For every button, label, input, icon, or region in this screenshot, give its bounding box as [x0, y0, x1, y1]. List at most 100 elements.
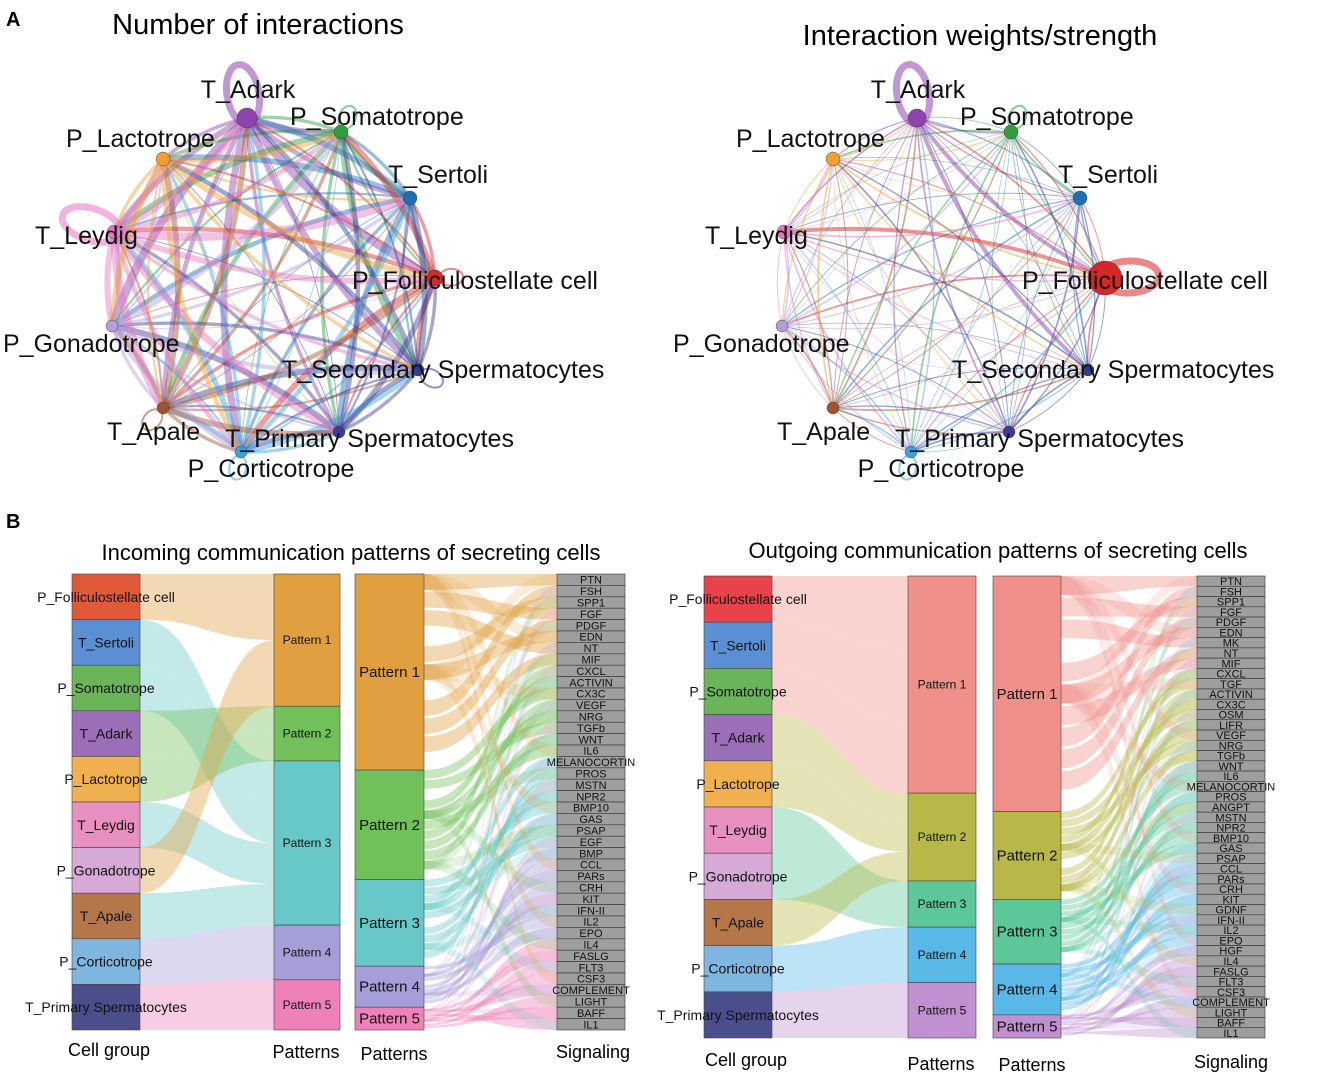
flow-signal-epo — [1061, 576, 1197, 946]
cell-group-bar-p-gonadotrope — [703, 852, 773, 900]
flow-signal-ccl — [424, 574, 557, 871]
signaling-label: WNT — [578, 734, 603, 746]
pattern-bar-1 — [354, 573, 425, 771]
pattern-to-signaling-flows — [424, 574, 557, 1030]
incoming-axis-signaling: Signaling — [556, 1042, 630, 1062]
edge-p-lactotrope-to-t-primary-spermatocytes — [162, 158, 340, 433]
flow-signal-psap — [1061, 853, 1197, 1011]
flow-signal-il4 — [1061, 955, 1197, 1036]
alluvial-outgoing: P_Folliculostellate cellT_SertoliP_Somat… — [657, 575, 1275, 1040]
node-t-apale — [826, 401, 840, 415]
edge-p-corticotrope-to-p-somatotrope — [910, 131, 1012, 453]
pattern-label: Pattern 3 — [283, 836, 332, 850]
pattern-label: Pattern 5 — [997, 1018, 1058, 1035]
edge-t-apale-to-t-leydig — [783, 231, 834, 409]
flow-signal-cxcl — [424, 665, 557, 840]
signaling-label: TGF — [1220, 679, 1242, 691]
signaling-label: NPR2 — [1216, 823, 1245, 835]
flow-t-sertoli — [140, 619, 274, 802]
signaling-label: ACTIVIN — [569, 677, 612, 689]
flow-signal-cx3c — [1061, 699, 1197, 892]
edge-t-adark-to-p-folliculostellate-cell — [243, 115, 437, 282]
signaling-label: CRH — [579, 883, 603, 895]
flow-signal-gas — [424, 813, 557, 977]
edge-p-corticotrope-to-t-adark — [239, 117, 266, 453]
edge-t-adark-to-t-apale — [160, 116, 250, 409]
edge-t-leydig-to-t-adark — [783, 117, 918, 233]
flow-signal-bmp10 — [424, 664, 557, 814]
edge-t-leydig-to-t-secondary-spermatocytes — [112, 230, 419, 372]
edge-t-apale-to-p-somatotrope — [161, 131, 343, 410]
flow-signal-baff — [424, 1007, 557, 1022]
pattern-bar-3 — [907, 880, 977, 928]
signaling-label: NPR2 — [576, 791, 605, 803]
edge-p-folliculostellate-cell-to-p-corticotrope — [238, 275, 437, 454]
flow-signal-tgf — [1061, 678, 1197, 704]
edge-p-gonadotrope-to-t-adark — [111, 117, 249, 327]
flow-signal-bmp10 — [424, 802, 557, 887]
flow-signal-npr2 — [424, 790, 557, 951]
edge-t-primary-spermatocytes-to-p-lactotrope — [832, 158, 1010, 433]
node-t-adark — [907, 108, 927, 128]
network-title-count: Number of interactions — [112, 9, 404, 41]
signaling-column: PTNFSHSPP1FGFPDGFEDNNTMIFCXCLACTIVINCX3C… — [547, 573, 635, 1031]
network-edges — [104, 114, 438, 455]
flow-signal-csf3 — [424, 574, 557, 985]
cell-group-label: P_Lactotrope — [696, 776, 779, 792]
cell-group-bar-p-corticotrope — [703, 945, 773, 993]
flow-signal-vegf — [1061, 730, 1197, 860]
flow-signal-il4 — [1061, 843, 1197, 967]
flow-signal-nt — [424, 610, 557, 654]
flow-signal-edn — [424, 631, 557, 680]
edge-t-leydig-to-t-sertoli — [113, 194, 412, 241]
flow-signal-gdnf — [1061, 904, 1197, 987]
flow-signal-melanocortin — [424, 756, 557, 996]
flow-signal-epo — [424, 927, 557, 996]
edge-t-apale-to-t-adark — [160, 117, 250, 410]
signaling-label: VEGF — [1216, 730, 1246, 742]
flow-signal-hgf — [1061, 945, 1197, 1001]
edge-p-corticotrope-to-t-secondary-spermatocytes — [910, 369, 1089, 453]
node-t-secondary-spermatocytes — [1081, 363, 1095, 377]
signaling-label: KIT — [1222, 894, 1239, 906]
flow-signal-csf3 — [1061, 986, 1197, 1017]
flow-signal-gas — [1061, 842, 1197, 1001]
edge-t-leydig-to-t-adark — [112, 115, 250, 236]
flow-p-gonadotrope — [772, 853, 908, 928]
edge-p-corticotrope-to-p-folliculostellate-cell — [240, 277, 436, 453]
edge-p-somatotrope-to-t-secondary-spermatocytes — [338, 131, 421, 372]
edge-p-corticotrope-to-p-lactotrope — [161, 158, 243, 453]
cell-group-label: P_Lactotrope — [64, 771, 147, 787]
edge-p-folliculostellate-cell-to-p-corticotrope — [910, 277, 1106, 453]
node-label-t-sertoli: T_Sertoli — [1058, 161, 1158, 189]
edge-t-adark-to-t-primary-spermatocytes — [245, 117, 341, 433]
signaling-label: FLT3 — [1219, 977, 1244, 989]
edge-p-lactotrope-to-t-apale — [817, 158, 834, 409]
signaling-label: BMP10 — [573, 803, 609, 815]
flow-signal-faslg — [424, 950, 557, 1022]
network-weight: T_AdarkP_SomatotropeT_SertoliP_Folliculo… — [673, 61, 1274, 483]
network-labels: T_AdarkP_SomatotropeT_SertoliP_Folliculo… — [673, 76, 1274, 483]
edge-p-corticotrope-to-t-primary-spermatocytes — [910, 431, 1010, 453]
flow-signal-ifn-ii — [424, 904, 557, 981]
node-t-sertoli — [1072, 190, 1088, 206]
edge-p-folliculostellate-cell-to-t-primary-spermatocytes — [337, 277, 436, 433]
flow-signal-mif — [1061, 658, 1197, 725]
flow-signal-tgfb — [1061, 750, 1197, 892]
cell-group-label: P_Folliculostellate cell — [669, 591, 807, 607]
edge-p-corticotrope-to-p-somatotrope — [240, 131, 342, 453]
edge-t-adark-to-p-gonadotrope — [108, 114, 250, 328]
flow-signal-nrg — [424, 710, 557, 820]
flow-signal-ccl — [1061, 863, 1197, 1020]
signaling-label: IL1 — [583, 1019, 598, 1031]
pattern-label: Pattern 5 — [359, 1011, 420, 1028]
edge-t-primary-spermatocytes-to-t-sertoli — [338, 197, 412, 433]
outgoing-axis-signaling: Signaling — [1194, 1052, 1268, 1072]
signaling-label: COMPLEMENT — [552, 985, 630, 997]
cell-to-pattern-flows — [772, 576, 908, 1038]
node-p-lactotrope — [155, 151, 171, 167]
flow-signal-ifn-ii — [424, 904, 557, 951]
flow-signal-psap — [424, 824, 557, 919]
edge-p-somatotrope-to-p-folliculostellate-cell — [339, 131, 436, 279]
flow-signal-wnt — [1061, 760, 1197, 1020]
